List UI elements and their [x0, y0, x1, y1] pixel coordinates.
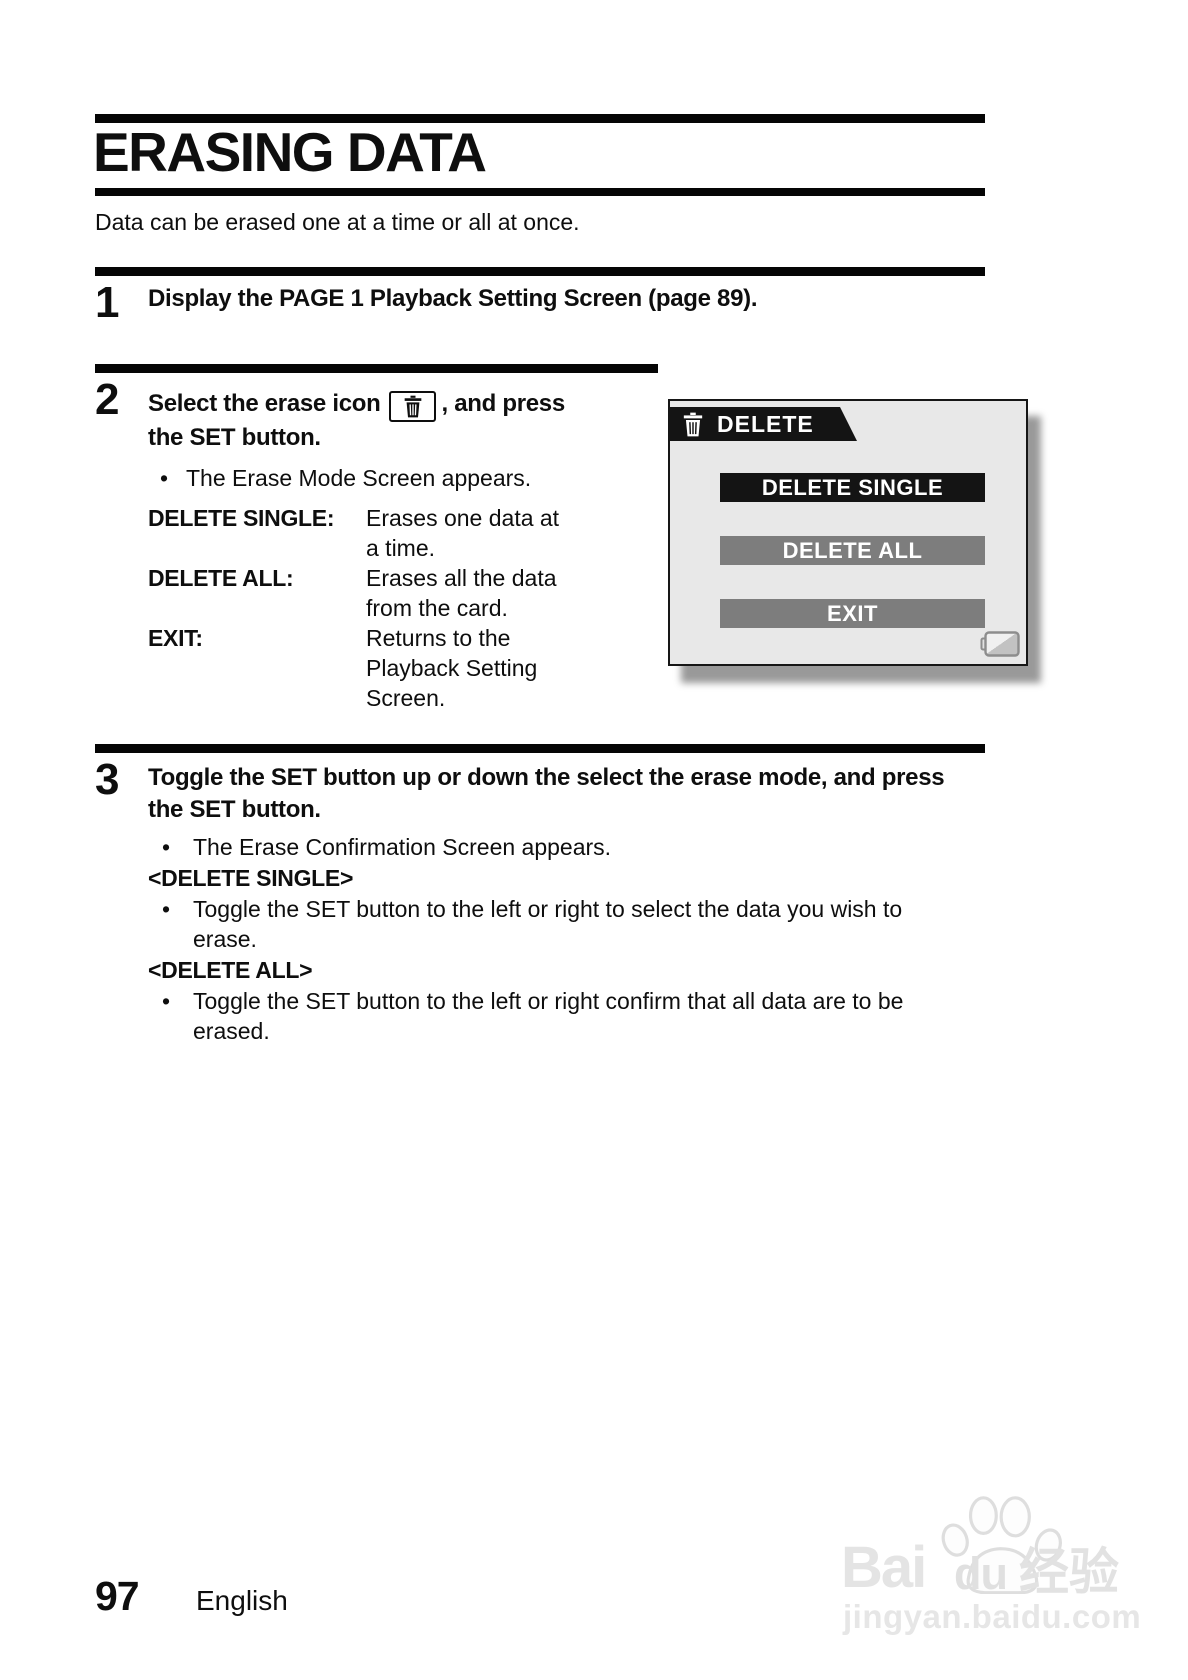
title-top-rule: [95, 114, 985, 123]
definition-term: EXIT:: [148, 625, 203, 651]
erase-icon-box: [389, 391, 437, 422]
step2-heading: Select the erase icon, and press the SET…: [148, 388, 595, 454]
delete-menu-banner: DELETE: [670, 407, 857, 441]
trash-icon: [404, 395, 422, 418]
step1-heading: Display the PAGE 1 Playback Setting Scre…: [148, 285, 758, 312]
watermark-url: jingyan.baidu.com: [843, 1598, 1142, 1635]
step1-rule: [95, 267, 985, 276]
trash-icon: [682, 412, 704, 437]
page-language: English: [196, 1585, 288, 1616]
definition-desc: Erases one data at a time.: [366, 505, 560, 561]
step3-bullet: The Erase Confirmation Screen appears.: [148, 832, 958, 862]
step1-number: 1: [95, 278, 120, 327]
delete-all-button: DELETE ALL: [720, 536, 985, 565]
delete-all-section-bullet: Toggle the SET button to the left or rig…: [148, 986, 958, 1046]
step2-body: Select the erase icon, and press the SET…: [148, 388, 618, 713]
watermark-brand: Bai: [841, 1535, 927, 1600]
intro-text: Data can be erased one at a time or all …: [95, 209, 580, 235]
definition-desc: Returns to the Playback Setting Screen.: [366, 625, 538, 711]
watermark-brand-suffix: 经验: [1019, 1544, 1119, 1600]
title-bottom-rule: [95, 188, 985, 196]
definition-term: DELETE ALL:: [148, 565, 294, 591]
step2-bullet: The Erase Mode Screen appears.: [148, 463, 618, 493]
step2-heading-before: Select the erase icon: [148, 390, 381, 417]
step3-rule: [95, 744, 985, 753]
definition-row: DELETE SINGLE: Erases one data at a time…: [148, 503, 618, 563]
delete-single-button: DELETE SINGLE: [720, 473, 985, 502]
delete-single-section-bullet: Toggle the SET button to the left or rig…: [148, 894, 958, 954]
step3-heading: Toggle the SET button up or down the sel…: [148, 764, 945, 823]
step3-number: 3: [95, 755, 120, 804]
page-number: 97: [95, 1573, 140, 1619]
step2-heading-after: , and press the SET button.: [148, 390, 565, 451]
exit-button: EXIT: [720, 599, 985, 628]
paw-icon: [941, 1496, 1062, 1594]
erase-mode-definitions: DELETE SINGLE: Erases one data at a time…: [148, 503, 618, 713]
definition-row: DELETE ALL: Erases all the data from the…: [148, 563, 618, 623]
step2-number: 2: [95, 375, 120, 424]
delete-menu-title: DELETE: [717, 410, 814, 437]
step3-body: Toggle the SET button up or down the sel…: [148, 762, 988, 1046]
delete-single-section-label: <DELETE SINGLE>: [148, 865, 354, 891]
definition-row: EXIT: Returns to the Playback Setting Sc…: [148, 623, 618, 713]
watermark-brand-du: du: [954, 1548, 1008, 1599]
definition-desc: Erases all the data from the card.: [366, 565, 557, 621]
delete-all-section-label: <DELETE ALL>: [148, 957, 313, 983]
definition-term: DELETE SINGLE:: [148, 505, 335, 531]
baidu-watermark: Bai du 经验 jingyan.baidu.com: [841, 1496, 1141, 1656]
camera-screen-illustration: DELETE DELETE SINGLE DELETE ALL EXIT: [668, 399, 1028, 666]
step2-rule: [95, 364, 658, 373]
page-title: ERASING DATA: [93, 121, 487, 183]
battery-icon: [980, 631, 1020, 657]
